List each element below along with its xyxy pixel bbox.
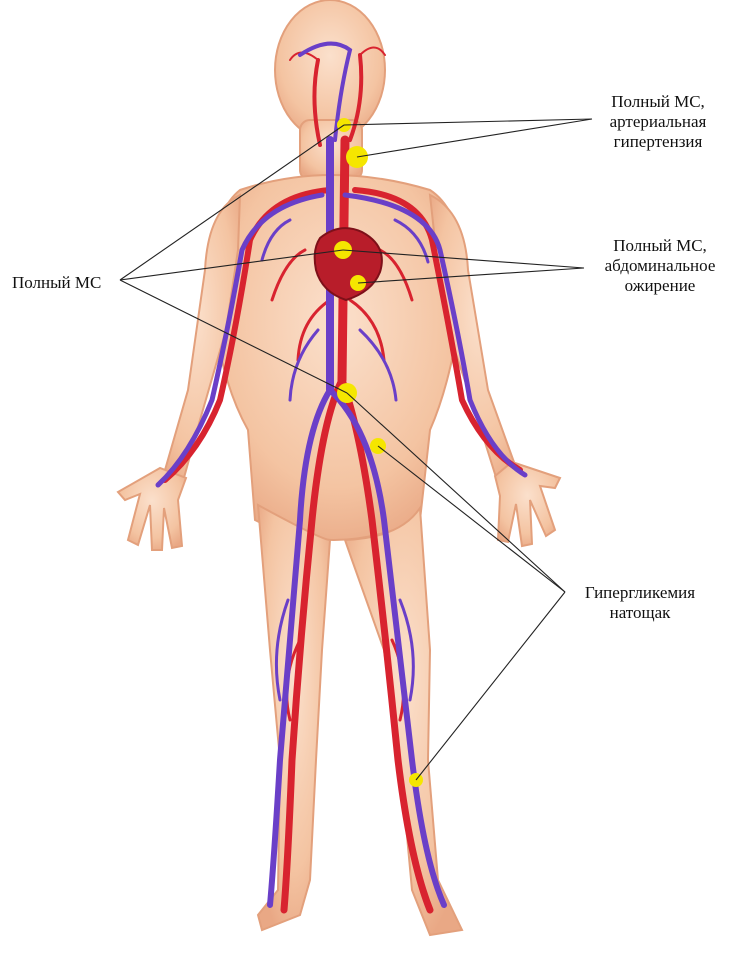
label-obesity: Полный МС, абдоминальное ожирение [586,236,734,296]
label-full-ms-text: Полный МС [12,273,101,293]
right-hand [495,462,560,546]
body-silhouette [118,0,560,935]
label-hypertension-line-3: гипертензия [588,132,728,152]
label-hypertension: Полный МС, артериальная гипертензия [588,92,728,152]
label-glycemia-line-2: натощак [565,603,715,623]
right-leg [345,508,462,935]
label-obesity-line-2: абдоминальное [586,256,734,276]
label-hypertension-line-1: Полный МС, [588,92,728,112]
label-full-ms: Полный МС [12,273,101,293]
label-hypertension-line-2: артериальная [588,112,728,132]
label-glycemia-line-1: Гипергликемия [565,583,715,603]
label-glycemia: Гипергликемия натощак [565,583,715,623]
label-obesity-line-1: Полный МС, [586,236,734,256]
left-hand [118,468,186,550]
label-obesity-line-3: ожирение [586,276,734,296]
